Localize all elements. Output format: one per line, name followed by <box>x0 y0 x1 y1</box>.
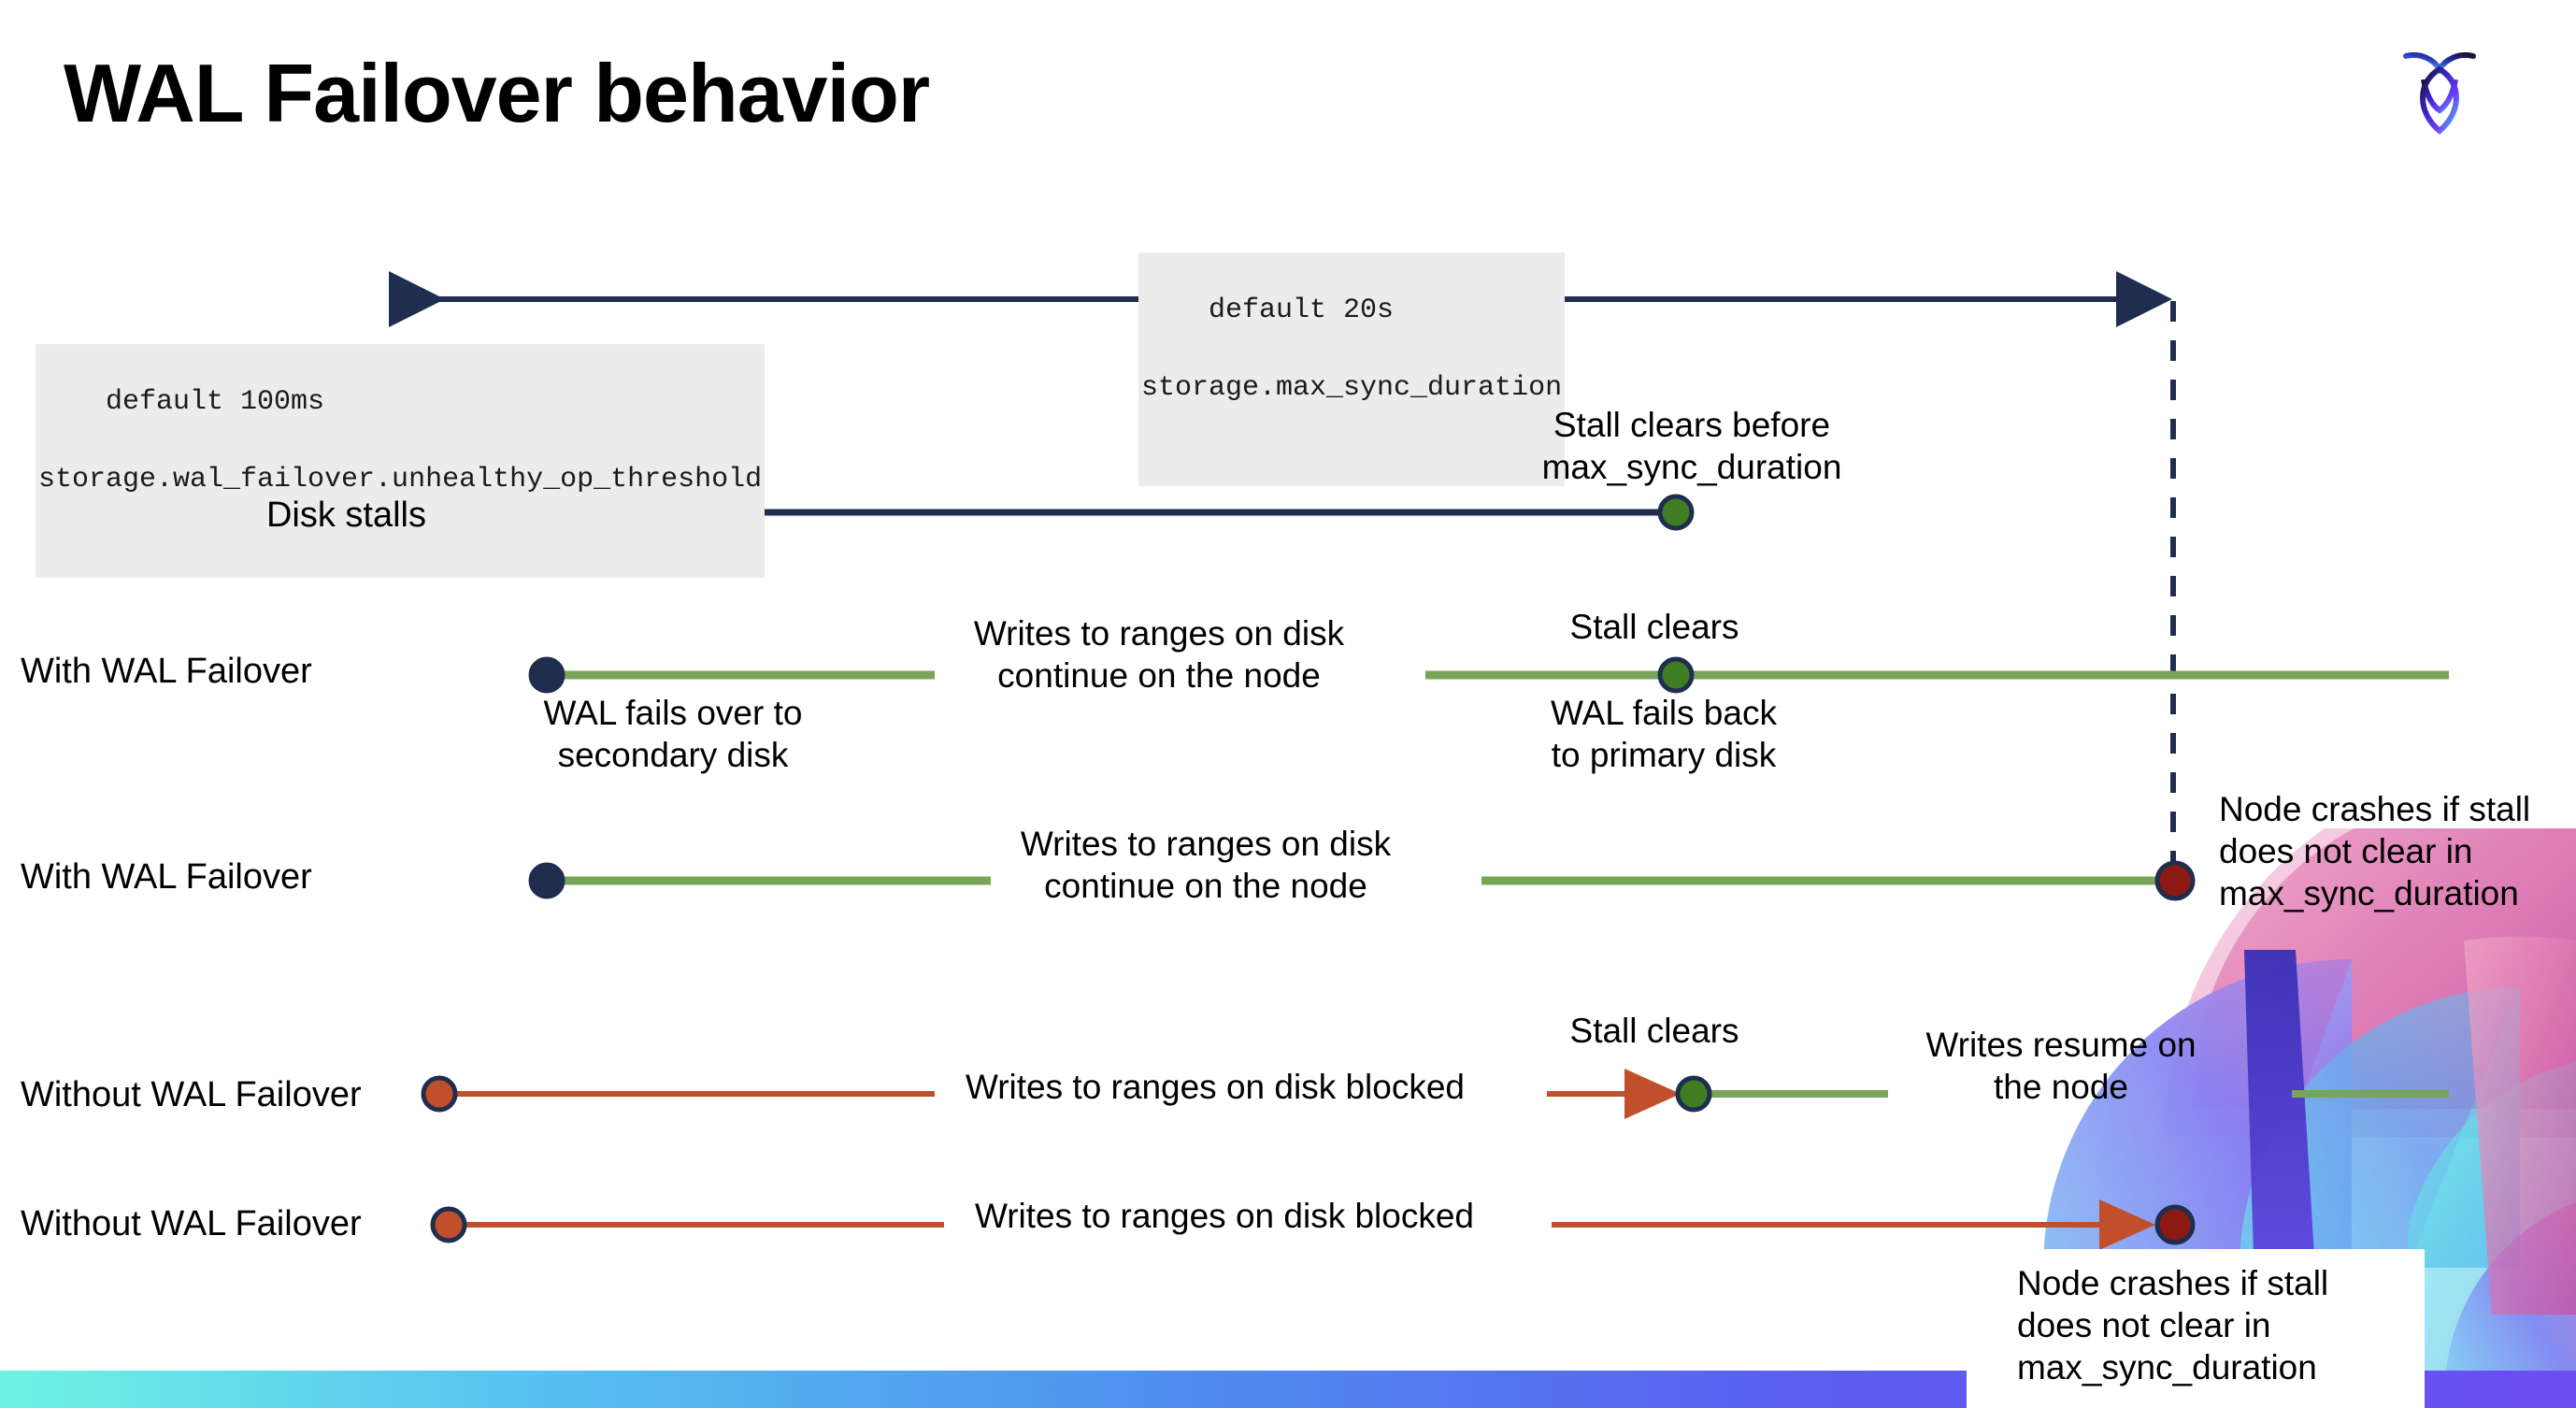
annotation-stall-clears-1: Stall clears <box>1569 608 1739 646</box>
code-label-max-sync-duration: default 20s storage.max_sync_duration <box>1138 252 1566 487</box>
row-label-with-wal-failover-2: With WAL Failover <box>21 857 312 897</box>
page-title: WAL Failover behavior <box>64 47 930 139</box>
annotation-writes-blocked-1: Writes to ranges on disk blocked <box>965 1068 1466 1106</box>
annotation-writes-blocked-2: Writes to ranges on disk blocked <box>974 1197 1475 1235</box>
code-line-storage-max-sync-duration: storage.max_sync_duration <box>1141 372 1563 405</box>
annotation-node-crashes-1: Node crashes if stall does not clear in … <box>2219 790 2531 913</box>
code-line-default-100ms: default 100ms <box>106 386 325 419</box>
row-label-disk-stalls: Disk stalls <box>265 496 426 535</box>
marker-stall-clears-green-2 <box>1675 1075 1712 1113</box>
annotation-writes-continue-2: Writes to ranges on disk continue on the… <box>1020 825 1392 906</box>
marker-node-crash-2 <box>2154 1204 2196 1245</box>
code-label-unhealthy-op-threshold: default 100ms storage.wal_failover.unhea… <box>36 344 766 579</box>
row-label-without-wal-failover-1: Without WAL Failover <box>21 1075 362 1114</box>
row-without-failover-clears <box>421 1069 2449 1119</box>
cockroachdb-logo <box>2403 52 2476 135</box>
annotation-stall-clears-2: Stall clears <box>1569 1012 1739 1050</box>
crash-caption-backdrop <box>1967 1249 2425 1408</box>
marker-stall-start-3 <box>430 1206 467 1243</box>
annotation-writes-continue-1: Writes to ranges on disk continue on the… <box>973 614 1345 696</box>
annotation-wal-fails-over: WAL fails over to secondary disk <box>543 694 803 775</box>
annotation-wal-fails-back: WAL fails back to primary disk <box>1551 694 1777 775</box>
marker-stall-start-2 <box>421 1075 458 1113</box>
row-without-failover-crash <box>430 1200 2196 1250</box>
marker-wal-fails-over-2 <box>528 862 565 899</box>
row-label-without-wal-failover-2: Without WAL Failover <box>21 1204 362 1243</box>
annotation-stall-clears-before-max-sync: Stall clears before max_sync_duration <box>1541 406 1842 487</box>
code-line-default-20s: default 20s <box>1209 295 1395 327</box>
marker-node-crash-1 <box>2154 860 2196 901</box>
annotation-node-crashes-2: Node crashes if stall does not clear in … <box>2017 1264 2329 1387</box>
marker-wal-fails-back <box>1657 656 1695 694</box>
annotation-writes-resume: Writes resume on the node <box>1925 1026 2197 1107</box>
code-line-storage-wal-failover-threshold: storage.wal_failover.unhealthy_op_thresh… <box>38 464 763 496</box>
row-label-with-wal-failover-1: With WAL Failover <box>21 652 312 691</box>
marker-wal-fails-over <box>528 656 565 694</box>
row-with-failover-clears <box>528 656 2449 694</box>
row-with-failover-crash <box>528 860 2196 901</box>
marker-stall-clears-green <box>1657 494 1695 531</box>
